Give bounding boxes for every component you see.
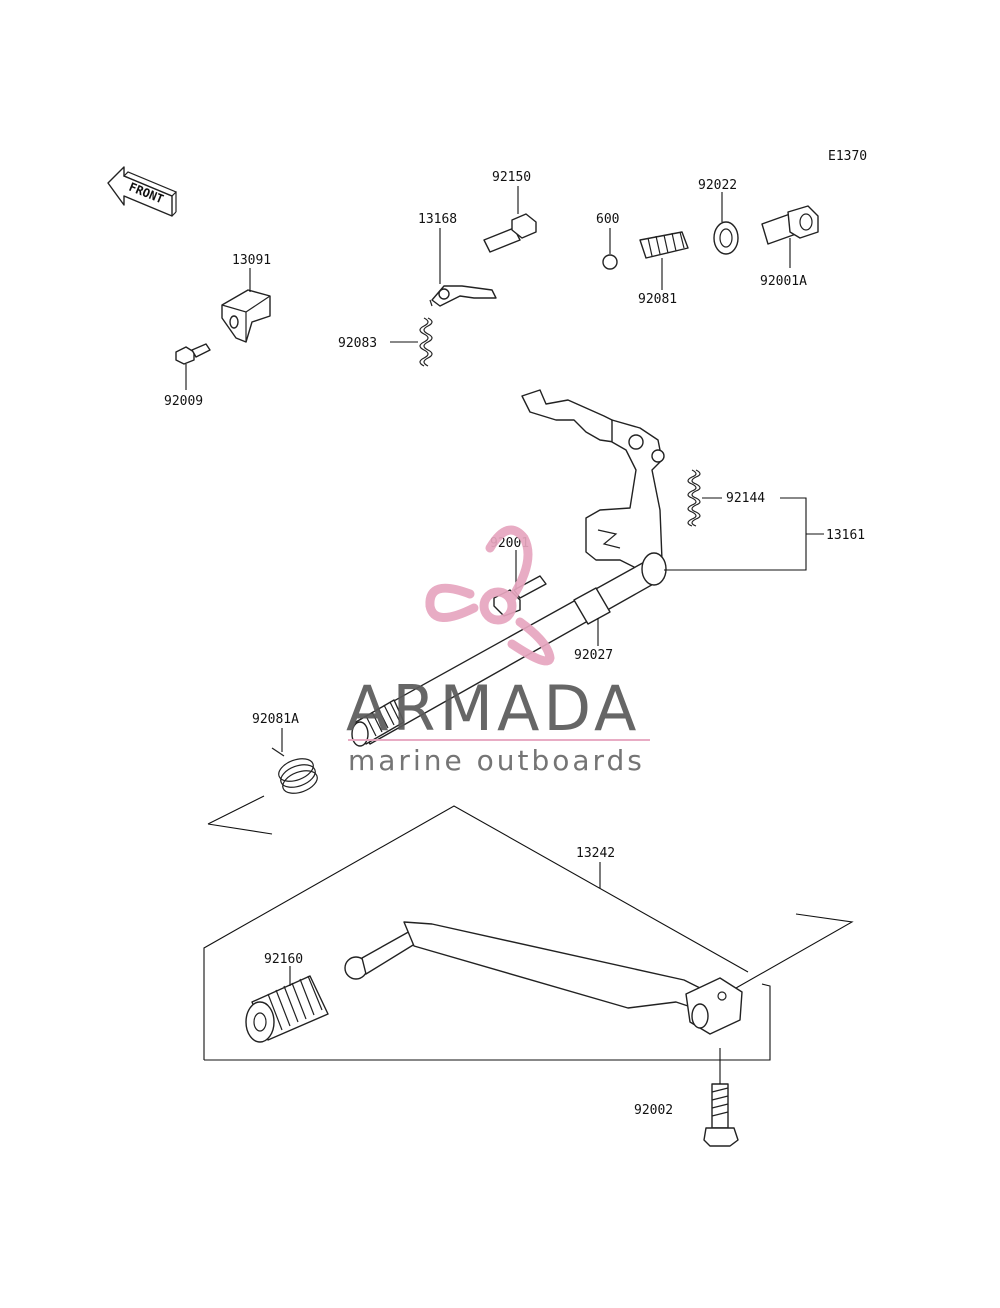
label-92083: 92083 [338,336,377,351]
label-13161: 13161 [826,528,865,543]
label-92150: 92150 [492,170,531,185]
label-13242: 13242 [576,846,615,861]
armada-watermark: ARMADA marine outboards [346,525,650,777]
washer-92022 [713,221,739,255]
bracket-13091 [221,289,271,343]
bolt-92002 [703,1083,739,1147]
shift-shaft-13161 [351,389,667,747]
label-92002: 92002 [634,1103,673,1118]
label-13091: 13091 [232,253,271,268]
watermark-tagline: marine outboards [348,744,645,777]
spring-92081 [639,231,689,259]
label-92081A: 92081A [252,712,299,727]
armada-propeller-logo [425,525,555,666]
label-92009: 92009 [164,394,203,409]
pedal-lever-13242 [344,921,743,1035]
assembly-outline-13242 [203,795,854,1061]
front-arrow-icon: FRONT [107,166,178,217]
label-92027: 92027 [574,648,613,663]
watermark-brand: ARMADA [346,672,640,745]
spring-92144 [687,469,701,527]
spring-92081A [271,747,318,794]
bolt-92009 [175,343,211,365]
bolt-92150 [483,213,537,253]
plate-13168 [429,285,497,307]
label-92144: 92144 [726,491,765,506]
plug-92001A [761,205,819,245]
label-92081: 92081 [638,292,677,307]
ball-600 [602,254,618,270]
label-92160: 92160 [264,952,303,967]
label-600: 600 [596,212,619,227]
diagram-code: E1370 [828,149,867,164]
rubber-92160 [245,975,329,1043]
label-92001A: 92001A [760,274,807,289]
spring-92083 [419,317,433,367]
label-92022: 92022 [698,178,737,193]
label-13168: 13168 [418,212,457,227]
